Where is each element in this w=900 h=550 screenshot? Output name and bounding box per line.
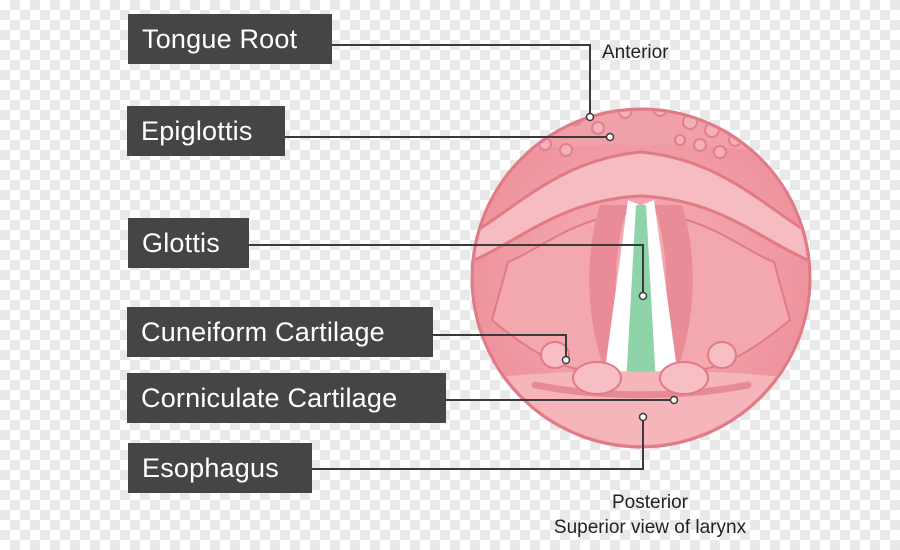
label-epiglottis: Epiglottis xyxy=(127,106,285,156)
vestibular-fold-left xyxy=(589,205,628,370)
label-esophagus-text: Esophagus xyxy=(142,452,279,483)
label-corniculate-cartilage: Corniculate Cartilage xyxy=(127,373,446,423)
epiglottis-shape xyxy=(474,150,808,265)
leader-endpoints xyxy=(561,112,679,422)
view-caption: Superior view of larynx xyxy=(553,517,747,538)
label-tongue-root-text: Tongue Root xyxy=(142,23,298,54)
cuneiform-left xyxy=(540,341,570,369)
label-glottis: Glottis xyxy=(128,218,249,268)
posterior-region xyxy=(474,371,808,445)
posterior-caption: Posterior xyxy=(611,492,689,513)
anterior-caption: Anterior xyxy=(602,42,669,63)
label-tongue-root: Tongue Root xyxy=(128,14,332,64)
label-cuneiform-text: Cuneiform Cartilage xyxy=(141,316,385,347)
vestibular-fold-right xyxy=(654,205,693,370)
cuneiform-right xyxy=(707,341,737,369)
corniculate-left xyxy=(572,361,622,395)
esophagus-groove xyxy=(531,381,752,399)
leader-lines xyxy=(249,44,674,470)
corniculate-right xyxy=(659,361,709,395)
label-corniculate-text: Corniculate Cartilage xyxy=(141,382,398,413)
label-epiglottis-text: Epiglottis xyxy=(141,115,253,146)
label-cuneiform-cartilage: Cuneiform Cartilage xyxy=(127,307,433,357)
label-esophagus: Esophagus xyxy=(128,443,312,493)
label-glottis-text: Glottis xyxy=(142,227,220,258)
